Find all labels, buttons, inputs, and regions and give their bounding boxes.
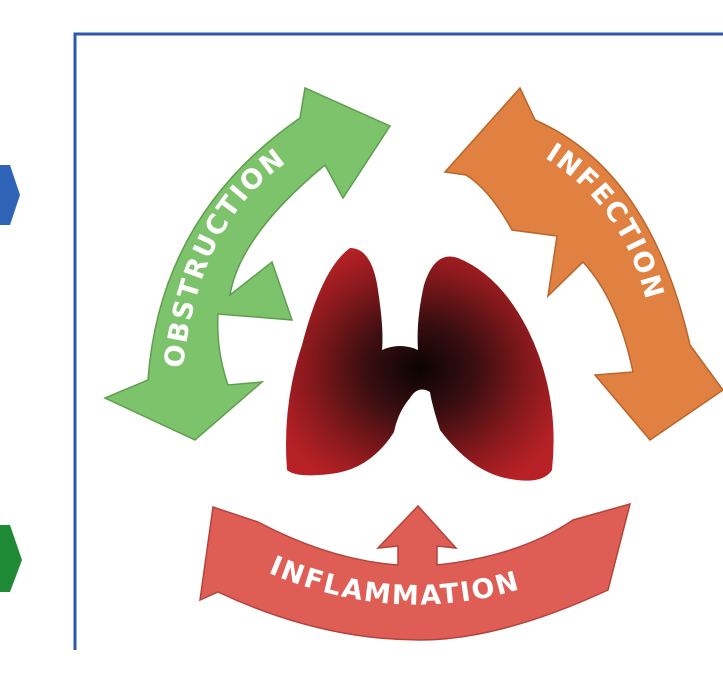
inflammation-arrow: INFLAMMATION: [200, 504, 630, 640]
green-marker: [0, 525, 22, 592]
blue-marker: [0, 165, 20, 225]
lungs-icon: [286, 248, 554, 481]
